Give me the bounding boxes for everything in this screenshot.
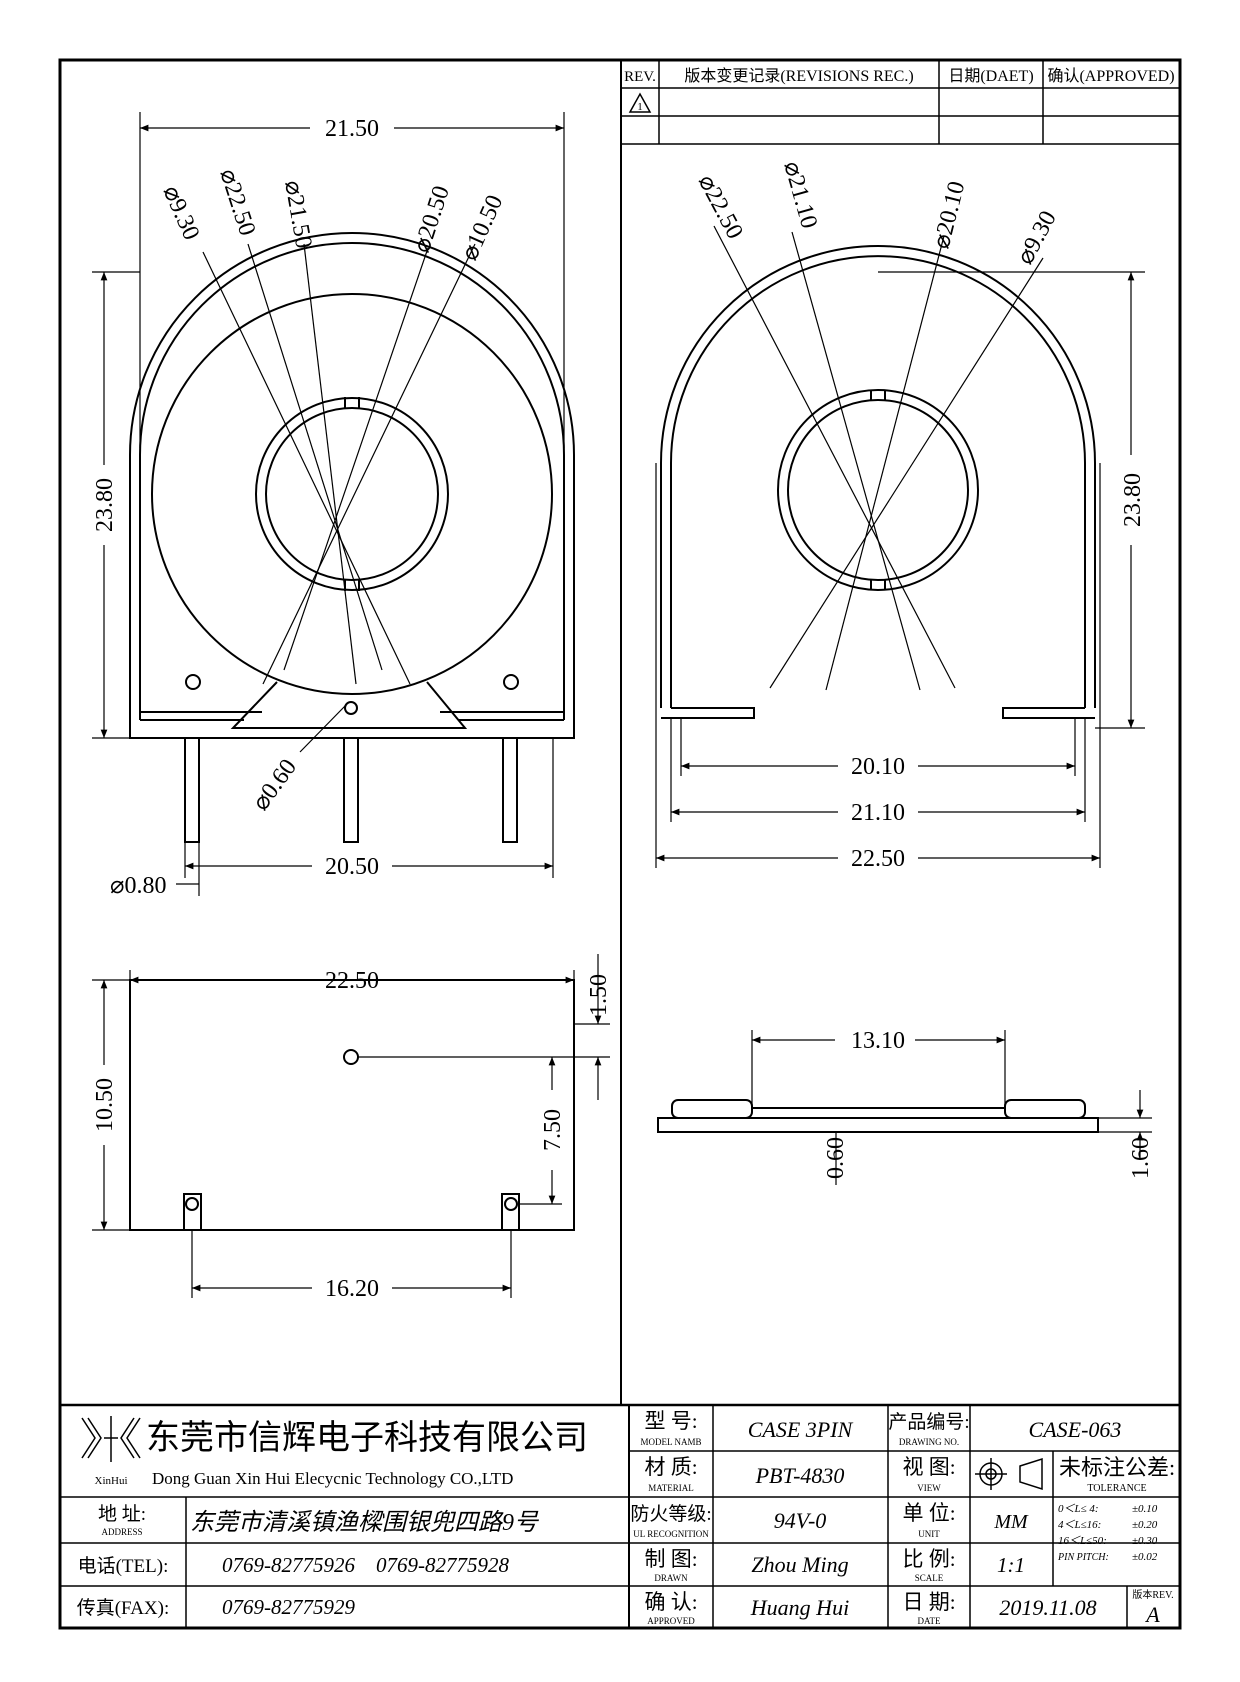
- address-value: 东莞市清溪镇渔樑围银兜四路9号: [190, 1509, 540, 1536]
- dim-front-d4: ⌀20.50: [409, 183, 455, 256]
- tolerance-range: PIN PITCH:: [1057, 1552, 1109, 1563]
- dim-back-d4: ⌀9.30: [1012, 207, 1061, 269]
- side-view: 13.10 0.60 1.60: [657, 1028, 1154, 1185]
- tolerance-range: 4＜L≤16:: [1058, 1519, 1101, 1531]
- approved-label-en: APPROVED: [647, 1616, 695, 1626]
- revision-triangle-icon: 1: [628, 92, 652, 113]
- dim-bottom-hole-height: 7.50: [540, 1109, 566, 1151]
- dim-back-height: 23.80: [1120, 473, 1146, 527]
- dim-front-d1: ⌀9.30: [158, 182, 205, 244]
- material-value: PBT-4830: [755, 1463, 845, 1488]
- drawing-no-label: 产品编号:: [888, 1411, 969, 1433]
- fax-label: 传真(FAX):: [77, 1597, 170, 1619]
- unit-label-en: UNIT: [918, 1529, 940, 1539]
- drawn-label-en: DRAWN: [654, 1573, 688, 1583]
- tolerance-value: ±0.02: [1132, 1551, 1158, 1563]
- rev-header: REV.: [624, 69, 656, 85]
- dim-back-w2: 21.10: [851, 800, 905, 826]
- drawing-no-value: CASE-063: [1029, 1417, 1122, 1442]
- tolerance-value: ±0.30: [1132, 1535, 1158, 1547]
- address-label: 地 址:: [98, 1503, 146, 1525]
- material-label-en: MATERIAL: [648, 1483, 694, 1493]
- svg-text:1: 1: [637, 101, 643, 113]
- scale-value: 1:1: [997, 1553, 1025, 1577]
- approved-label: 确 认:: [644, 1590, 697, 1614]
- drawing-frame: [58, 58, 1182, 1630]
- fax-value: 0769-82775929: [222, 1595, 355, 1619]
- ul-label: 防火等级:: [630, 1503, 711, 1525]
- drawn-label: 制 图:: [644, 1547, 697, 1571]
- date-header: 日期(DAET): [948, 67, 1033, 85]
- rev-value: A: [1144, 1602, 1160, 1627]
- rev-label: 版本REV.: [1132, 1588, 1173, 1601]
- tolerance-value: ±0.20: [1132, 1519, 1158, 1531]
- tolerance-label-en: TOLERANCE: [1087, 1483, 1146, 1494]
- title-block: XinHui 东莞市信辉电子科技有限公司 Dong Guan Xin Hui E…: [60, 1403, 1180, 1628]
- dim-pin-diameter: ⌀0.80: [110, 873, 166, 899]
- tolerance-label: 未标注公差:: [1059, 1455, 1175, 1480]
- approved-value: Huang Hui: [750, 1595, 849, 1620]
- dim-back-d2: ⌀21.10: [778, 158, 822, 231]
- unit-label: 单 位:: [902, 1501, 955, 1525]
- projection-symbol-icon: [975, 1457, 1043, 1491]
- dim-front-height: 23.80: [92, 478, 118, 532]
- back-view: ⌀22.50 ⌀21.10 ⌀20.10 ⌀9.30 23.80 20.10: [655, 158, 1146, 872]
- company-name-en: Dong Guan Xin Hui Elecycnic Technology C…: [152, 1469, 513, 1488]
- model-label-en: MODEL NAMB: [641, 1437, 702, 1447]
- dim-back-d3: ⌀20.10: [929, 179, 971, 252]
- dim-front-d2: ⌀22.50: [214, 166, 260, 239]
- tolerance-range: 0＜L≤ 4:: [1058, 1503, 1099, 1515]
- revision-table: REV. 版本变更记录(REVISIONS REC.) 日期(DAET) 确认(…: [620, 59, 1181, 145]
- tolerance-value: ±0.10: [1132, 1503, 1158, 1515]
- scale-label-en: SCALE: [915, 1573, 944, 1583]
- model-value: CASE 3PIN: [748, 1417, 854, 1442]
- date-label: 日 期:: [902, 1590, 955, 1614]
- dim-front-d5: ⌀10.50: [457, 191, 509, 264]
- dim-side-width: 13.10: [851, 1028, 905, 1054]
- tolerance-range: 16＜L≤50:: [1058, 1535, 1107, 1547]
- dim-bottom-pin-span: 16.20: [325, 1276, 379, 1302]
- revisions-header: 版本变更记录(REVISIONS REC.): [684, 67, 913, 85]
- dim-side-thickness-1: 0.60: [823, 1137, 849, 1179]
- dim-bottom-offset: 1.50: [586, 974, 612, 1016]
- dim-bottom-height: 10.50: [92, 1078, 118, 1132]
- address-label-en: ADDRESS: [101, 1527, 142, 1537]
- front-view: 21.50 23.80 20.50 ⌀0.80 ⌀9.30 ⌀22.50 ⌀21…: [92, 112, 575, 899]
- date-label-en: DATE: [918, 1616, 941, 1626]
- drawing-no-label-en: DRAWING NO.: [899, 1437, 959, 1447]
- view-label-en: VIEW: [917, 1483, 941, 1493]
- dim-front-d3: ⌀21.50: [279, 179, 316, 251]
- view-label: 视 图:: [902, 1455, 955, 1479]
- model-label: 型 号:: [644, 1409, 697, 1433]
- dim-side-thickness-2: 1.60: [1128, 1137, 1154, 1179]
- company-logo: XinHui: [81, 1416, 141, 1487]
- dim-hole-diameter: ⌀0.60: [248, 755, 302, 816]
- tel-value: 0769-82775926 0769-82775928: [222, 1553, 509, 1577]
- dim-pin-span: 20.50: [325, 854, 379, 880]
- ul-label-en: UL RECOGNITION: [633, 1529, 709, 1539]
- date-value: 2019.11.08: [999, 1595, 1096, 1620]
- logo-text: XinHui: [95, 1475, 128, 1487]
- dim-back-d1: ⌀22.50: [693, 171, 748, 244]
- bottom-view: 22.50 1.50 10.50 7.50 16.20: [92, 954, 612, 1302]
- company-name-cn: 东莞市信辉电子科技有限公司: [146, 1419, 588, 1457]
- material-label: 材 质:: [644, 1455, 697, 1479]
- scale-label: 比 例:: [902, 1547, 955, 1571]
- dim-back-w1: 20.10: [851, 754, 905, 780]
- unit-value: MM: [993, 1511, 1029, 1533]
- dim-back-w3: 22.50: [851, 846, 905, 872]
- approved-header: 确认(APPROVED): [1047, 67, 1174, 85]
- tolerance-table: 0＜L≤ 4: ±0.10 4＜L≤16: ±0.20 16＜L≤50: ±0.…: [1057, 1503, 1158, 1563]
- tel-label: 电话(TEL):: [78, 1555, 169, 1577]
- dim-bottom-width: 22.50: [325, 968, 379, 994]
- ul-value: 94V-0: [774, 1508, 827, 1533]
- drawn-value: Zhou Ming: [751, 1552, 848, 1577]
- dim-front-width: 21.50: [325, 116, 379, 142]
